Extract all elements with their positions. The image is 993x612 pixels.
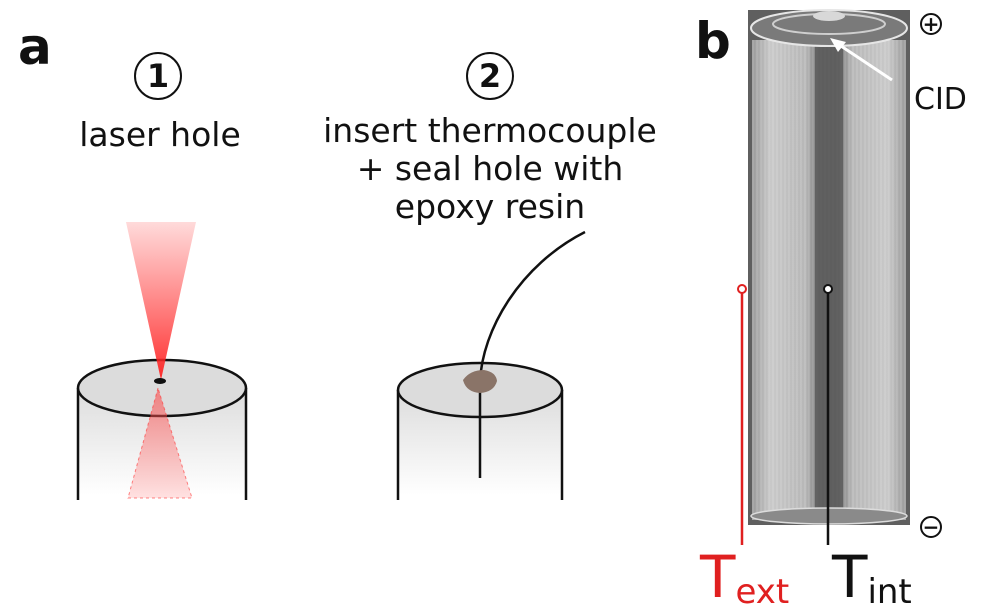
laser-beam [126, 222, 196, 380]
t-ext-main: T [700, 543, 736, 611]
panel-label-a: a [18, 18, 52, 76]
panel-label-b: b [695, 12, 731, 70]
laser-hole [154, 378, 166, 384]
t-ext-sub: ext [735, 572, 790, 612]
t-int-main: T [832, 543, 868, 611]
step-2-caption-line: insert thermocouple [323, 111, 657, 150]
step-2-caption-line: epoxy resin [394, 187, 586, 226]
t-ext-lead [737, 284, 747, 545]
negative-terminal-symbol: − [920, 516, 942, 538]
t-int-label: Tint [832, 548, 912, 609]
step-2-caption-line: + seal hole with [356, 149, 624, 188]
cid-arrow [837, 42, 893, 82]
step-1-caption: laser hole [79, 115, 241, 154]
step-1-badge: 1 [134, 52, 182, 100]
thermocouple-wire [478, 230, 586, 383]
cylinder-thermocouple [396, 230, 586, 500]
step-2-caption: insert thermocouple + seal hole with epo… [290, 112, 690, 226]
t-int-lead [823, 284, 833, 545]
epoxy-blob [463, 370, 497, 393]
t-ext-label: Text [700, 548, 789, 609]
positive-terminal-symbol: + [920, 13, 942, 35]
step-2-badge: 2 [466, 52, 514, 100]
cylinder-laser [76, 222, 248, 500]
cid-label: CID [914, 82, 967, 117]
t-int-sub: int [867, 572, 912, 612]
